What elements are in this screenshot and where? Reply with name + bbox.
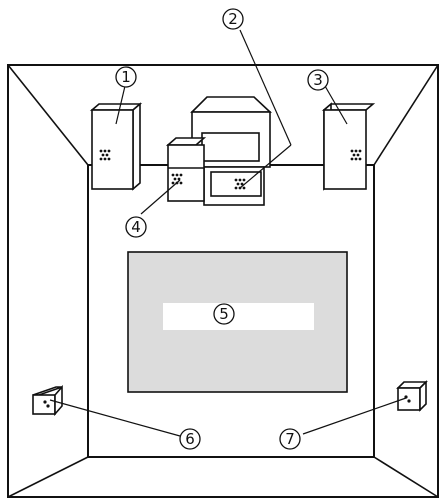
callout-3-label: 3 (313, 71, 323, 89)
leader-line-6 (49, 399, 181, 437)
surround-right-speaker (396, 380, 428, 412)
leader-line-1 (115, 85, 126, 125)
callout-7: 7 (279, 428, 301, 450)
callout-1: 1 (115, 66, 137, 88)
surround-left-speaker (32, 384, 63, 417)
callout-1-label: 1 (121, 68, 131, 86)
leader-line-3 (324, 85, 348, 125)
callout-6: 6 (179, 428, 201, 450)
callout-6-label: 6 (185, 430, 195, 448)
corner-line-bottom-left (7, 456, 89, 498)
screen-label-bar (163, 303, 314, 330)
front-right-speaker (321, 102, 376, 191)
corner-line-bottom-right (373, 456, 439, 498)
callout-2: 2 (222, 8, 244, 30)
subwoofer (165, 137, 207, 202)
corner-line-top-right (373, 64, 439, 166)
callout-5-label: 5 (219, 305, 229, 323)
leader-line-2b (239, 144, 292, 189)
callout-2-label: 2 (228, 10, 238, 28)
speaker-grille-icon (99, 149, 111, 161)
corner-line-top-left (7, 64, 89, 166)
center-grille-icon (234, 178, 246, 190)
leader-line-2a (239, 29, 292, 146)
callout-4-label: 4 (131, 218, 141, 236)
callout-7-label: 7 (285, 430, 295, 448)
callout-3: 3 (307, 69, 329, 91)
leader-line-7 (302, 397, 407, 435)
callout-4: 4 (125, 216, 147, 238)
speaker-grille-icon (350, 149, 362, 161)
leader-line-4 (140, 179, 181, 215)
front-left-speaker (89, 102, 143, 191)
callout-5: 5 (213, 303, 235, 325)
